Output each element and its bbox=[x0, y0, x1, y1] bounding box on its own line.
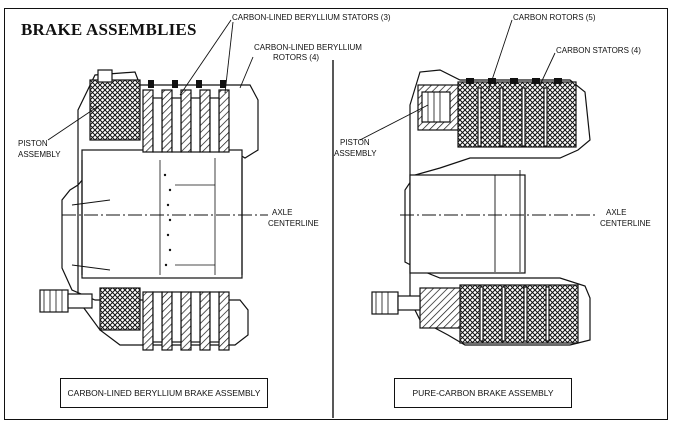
right-axle-label-line2: CENTERLINE bbox=[600, 219, 651, 228]
right-axle-label-line1: AXLE bbox=[606, 208, 627, 217]
left-axle-label-line1: AXLE bbox=[272, 208, 293, 217]
left-piston-label-line1: PISTON bbox=[18, 139, 48, 148]
right-stators-label: CARBON STATORS (4) bbox=[556, 46, 641, 55]
right-leader-lines bbox=[359, 19, 598, 216]
left-leader-lines bbox=[47, 19, 268, 216]
right-rotors-label: CARBON ROTORS (5) bbox=[513, 13, 596, 22]
left-brake-drawing bbox=[39, 69, 259, 351]
right-caption: PURE-CARBON BRAKE ASSEMBLY bbox=[394, 378, 572, 408]
left-rotors-label-line1: CARBON-LINED BERYLLIUM bbox=[254, 43, 362, 52]
right-piston-label-line2: ASSEMBLY bbox=[334, 149, 377, 158]
right-piston-label-line1: PISTON bbox=[340, 138, 370, 147]
figure-title: BRAKE ASSEMBLIES bbox=[21, 20, 197, 39]
left-stators-label: CARBON-LINED BERYLLIUM STATORS (3) bbox=[232, 13, 391, 22]
figure-frame bbox=[4, 8, 668, 420]
right-brake-drawing bbox=[371, 69, 591, 346]
left-axle-label-line2: CENTERLINE bbox=[268, 219, 319, 228]
left-piston-label-line2: ASSEMBLY bbox=[18, 150, 61, 159]
left-rotors-label-line2: ROTORS (4) bbox=[273, 53, 320, 62]
left-caption: CARBON-LINED BERYLLIUM BRAKE ASSEMBLY bbox=[60, 378, 268, 408]
